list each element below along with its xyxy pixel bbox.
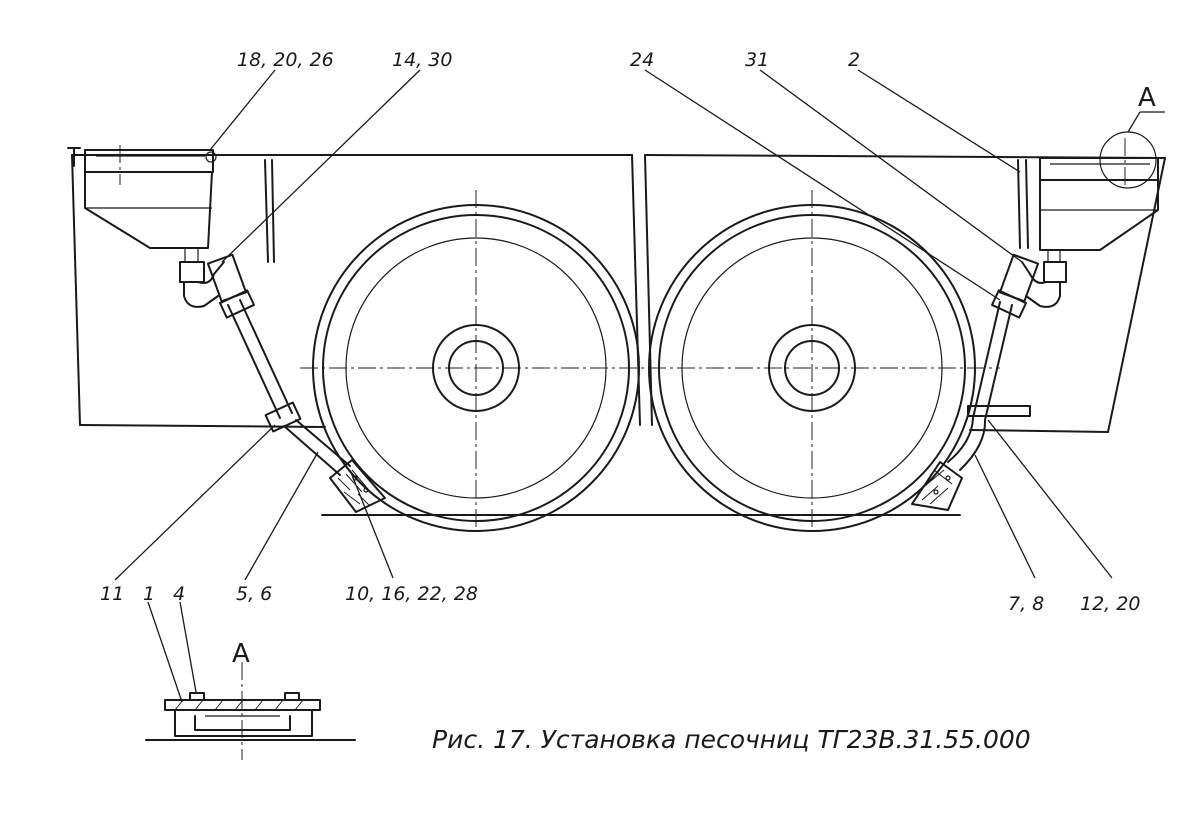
label-a-detail: A xyxy=(232,639,250,669)
label-11: 11 xyxy=(100,583,124,605)
label-a-top: A xyxy=(1138,83,1156,113)
center-lines xyxy=(119,138,1126,760)
frame-outline xyxy=(71,154,1166,516)
detail-a-view xyxy=(145,692,356,741)
label-4: 4 xyxy=(173,583,185,605)
label-31: 31 xyxy=(745,49,769,71)
label-7-8: 7, 8 xyxy=(1008,593,1044,615)
sand-pipe-right xyxy=(911,289,1031,511)
label-14-30: 14, 30 xyxy=(392,49,452,71)
detail-a-marker xyxy=(1099,111,1165,189)
sandbox-right xyxy=(998,157,1159,308)
label-18-20-26: 18, 20, 26 xyxy=(237,49,334,71)
label-2: 2 xyxy=(848,49,860,71)
sand-pipe-left xyxy=(219,289,386,513)
label-5-6: 5, 6 xyxy=(236,583,272,605)
label-24: 24 xyxy=(630,49,654,71)
label-10-16-22-28: 10, 16, 22, 28 xyxy=(345,583,478,605)
leader-lines xyxy=(114,69,1113,703)
wheel-left xyxy=(312,204,640,532)
wheel-right xyxy=(648,204,976,532)
figure-caption: Рис. 17. Установка песочниц ТГ23В.31.55.… xyxy=(432,725,1031,754)
label-12-20: 12, 20 xyxy=(1080,593,1140,615)
label-1: 1 xyxy=(143,583,155,605)
sandbox-left xyxy=(67,147,248,308)
